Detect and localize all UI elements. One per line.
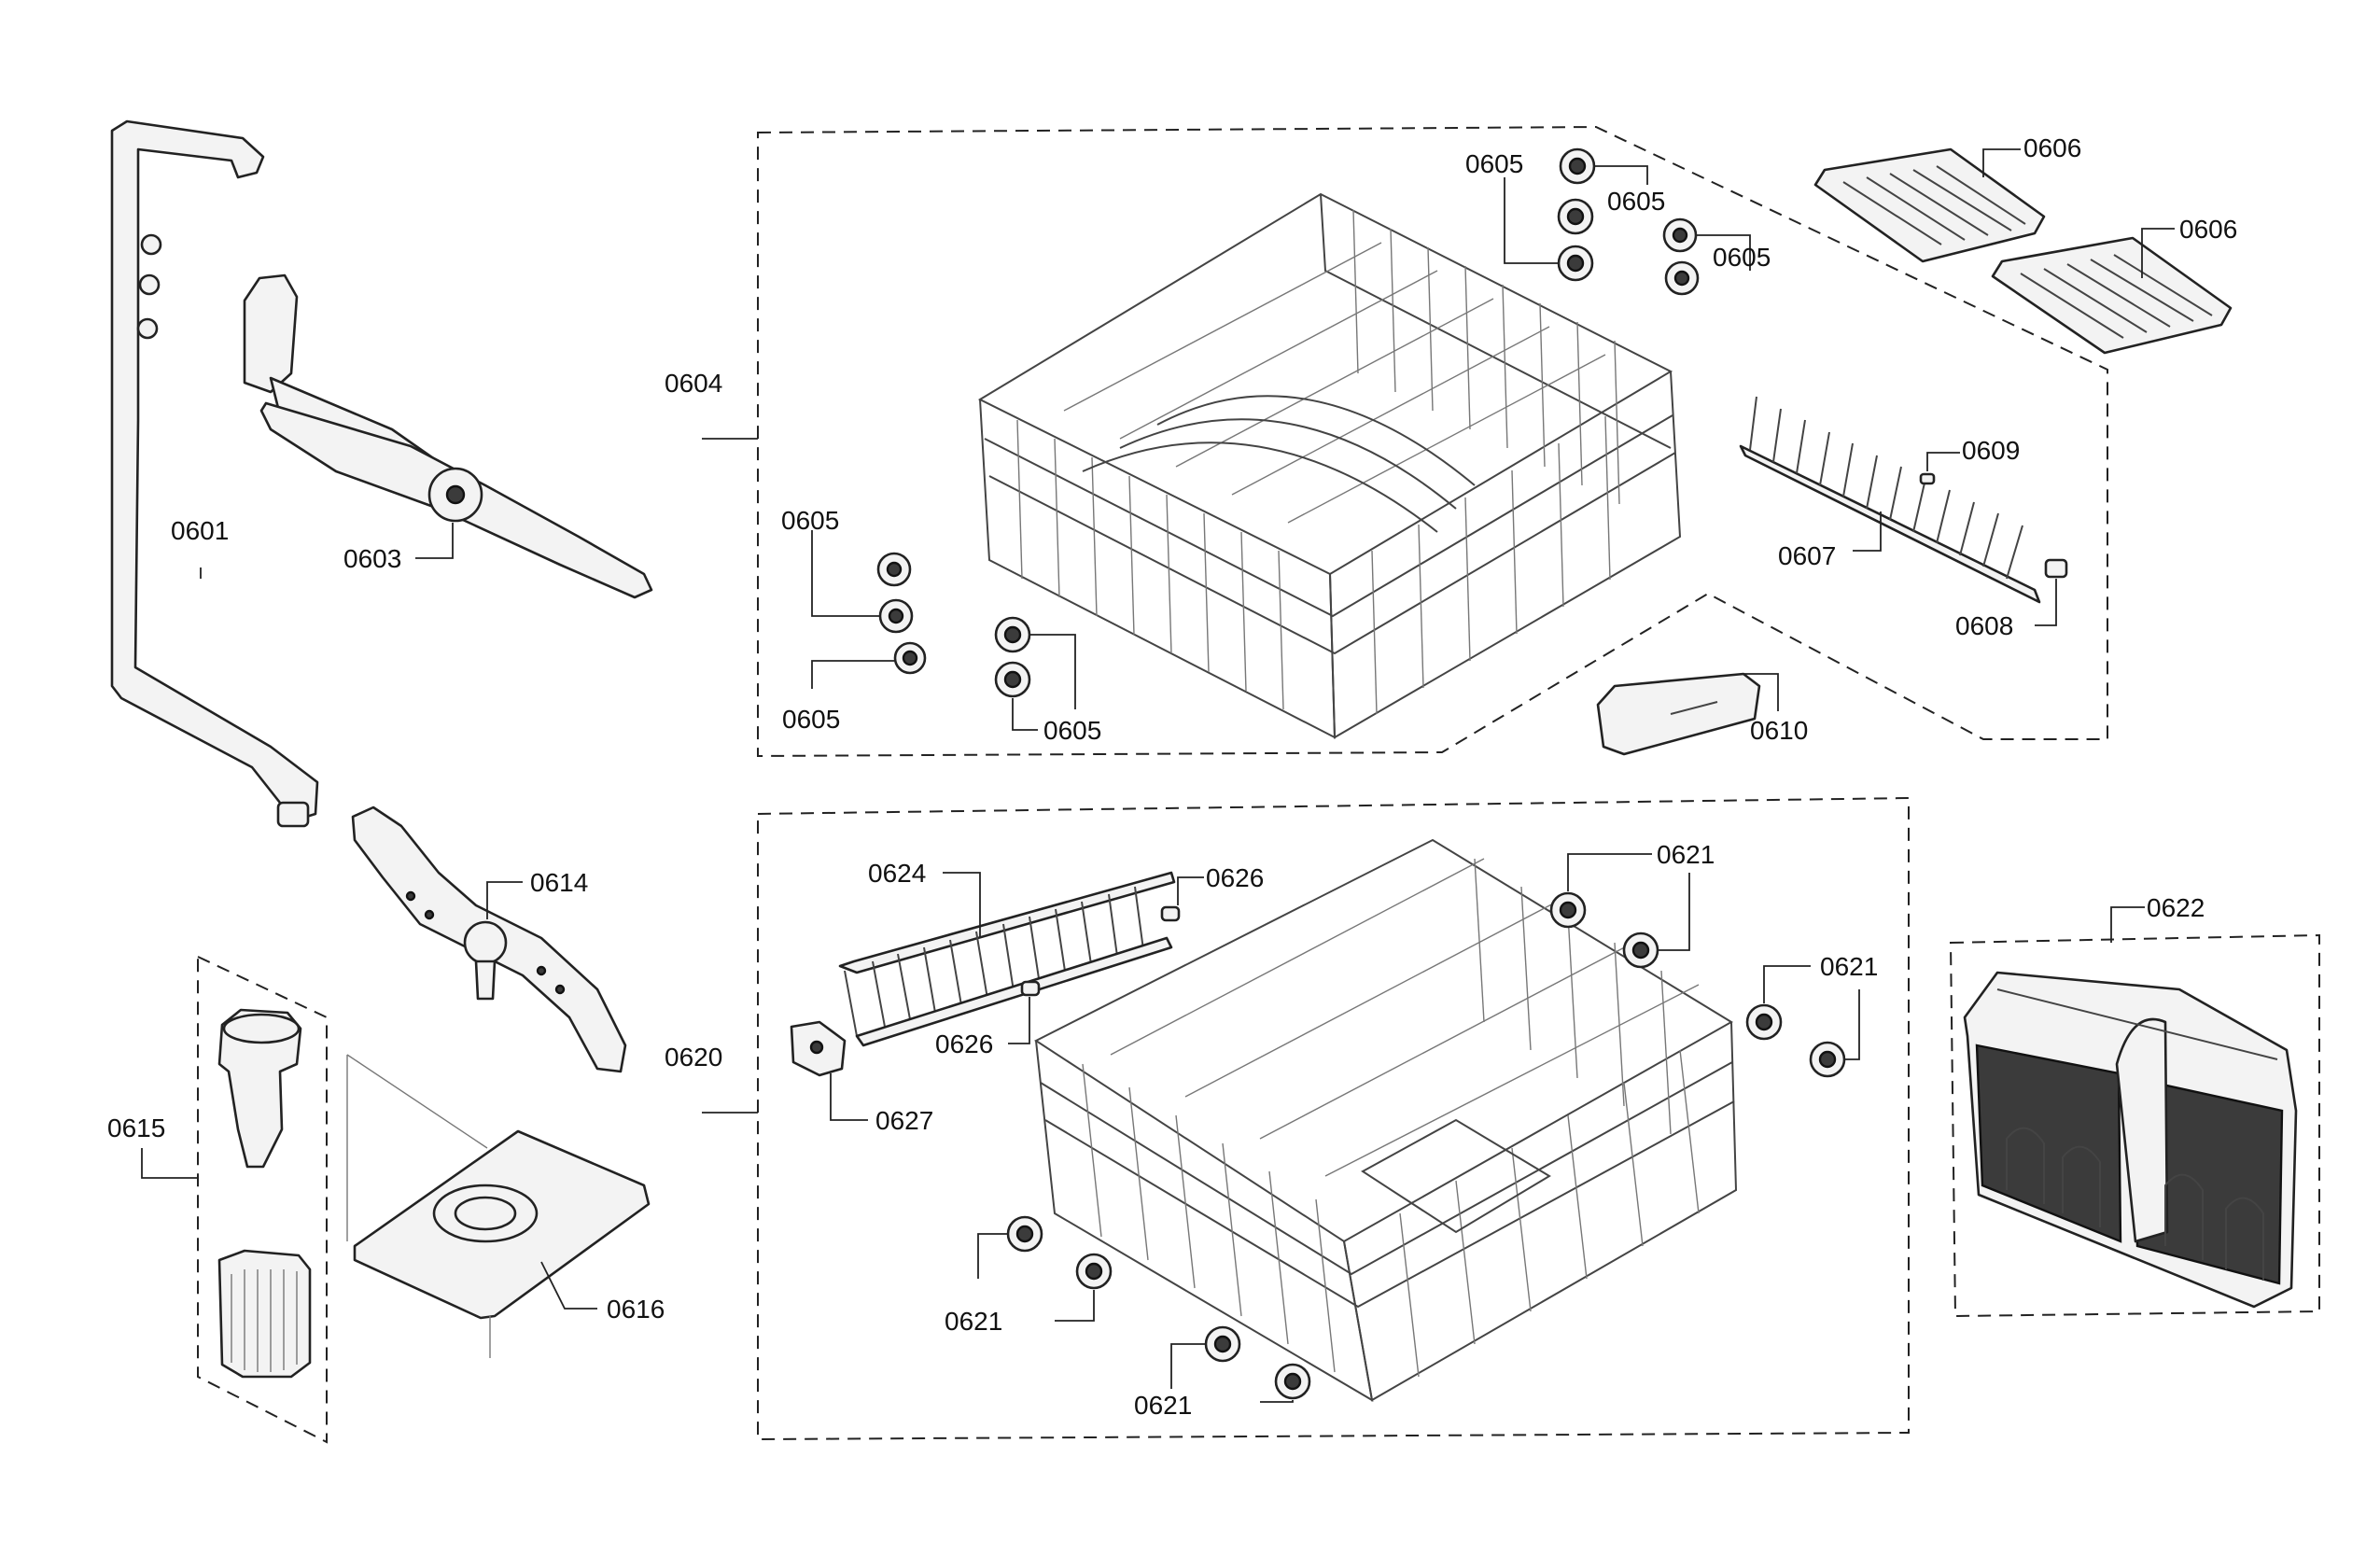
label-0626-b: 0626 xyxy=(935,1030,993,1058)
leader-0605-f xyxy=(1012,698,1038,731)
clip-0626-a xyxy=(1160,905,1181,922)
leader-0607 xyxy=(1853,511,1882,552)
filter-assembly-0615 xyxy=(217,1008,312,1379)
leader-0608 xyxy=(2035,579,2057,626)
lower-rack-rollers-0621 xyxy=(1006,891,1846,1400)
label-0621-b: 0621 xyxy=(1820,952,1878,981)
label-0627: 0627 xyxy=(875,1106,933,1135)
label-0605-c: 0605 xyxy=(1713,243,1771,272)
lower-rack-group-outline xyxy=(757,796,1910,1441)
label-0621-d: 0621 xyxy=(1134,1391,1192,1420)
leader-0605-d xyxy=(811,530,880,617)
leader-0615 xyxy=(141,1148,198,1179)
label-0605-f: 0605 xyxy=(1043,716,1101,745)
leader-0605-a xyxy=(1504,177,1559,264)
upper-spray-arm-0603 xyxy=(243,273,653,599)
label-0609: 0609 xyxy=(1962,436,2020,465)
label-0606-b: 0606 xyxy=(2179,215,2237,244)
leader-0622 xyxy=(2110,906,2145,943)
leader-0621-g xyxy=(1170,1343,1206,1389)
label-0626-a: 0626 xyxy=(1206,863,1264,892)
rack-handle-0610 xyxy=(1596,672,1761,756)
label-0615: 0615 xyxy=(107,1114,165,1142)
leader-0609 xyxy=(1926,452,1960,471)
leader-0621-a xyxy=(1567,853,1652,891)
leader-0606-a xyxy=(1982,148,2021,177)
leader-0621-c xyxy=(1763,965,1811,1003)
cutlery-basket-group-outline xyxy=(1949,933,2320,1318)
leader-0621-d xyxy=(1844,989,1860,1060)
label-0621-a: 0621 xyxy=(1657,840,1715,869)
leader-0621-b xyxy=(1658,873,1690,951)
label-0605-e: 0605 xyxy=(782,705,840,734)
leader-0605-b xyxy=(1594,165,1648,185)
label-0624: 0624 xyxy=(868,859,926,888)
leader-0616 xyxy=(540,1261,597,1310)
leader-0621-f xyxy=(1055,1290,1095,1322)
leader-0626-b xyxy=(1008,997,1030,1044)
cutlery-basket-0622 xyxy=(1963,971,2298,1309)
label-0601: 0601 xyxy=(171,516,229,545)
lower-spray-arm-0614 xyxy=(351,806,627,1073)
fold-down-tines-0624 xyxy=(838,871,1176,1047)
label-0621-c: 0621 xyxy=(945,1307,1002,1336)
label-0606-a: 0606 xyxy=(2023,133,2081,162)
label-0620: 0620 xyxy=(665,1043,722,1072)
leader-0610 xyxy=(1743,673,1779,711)
label-0605-b: 0605 xyxy=(1607,187,1665,216)
label-0614: 0614 xyxy=(530,868,588,897)
clip-0608 xyxy=(2044,558,2068,579)
label-0607: 0607 xyxy=(1778,541,1836,570)
leader-0627 xyxy=(830,1073,868,1121)
leader-0606-b xyxy=(2141,228,2175,278)
clip-0627 xyxy=(790,1020,847,1077)
fine-filter-plate-0616 xyxy=(346,1054,651,1358)
clip-0626-b xyxy=(1020,980,1041,997)
label-0608: 0608 xyxy=(1955,611,2013,640)
fold-down-tines-0607 xyxy=(1739,396,2041,604)
leader-0614 xyxy=(486,881,523,919)
label-0622: 0622 xyxy=(2147,893,2205,922)
label-0616: 0616 xyxy=(607,1295,665,1324)
spray-tube-0601 xyxy=(110,119,319,828)
upper-rack-group-outline xyxy=(757,125,2108,758)
leader-0603 xyxy=(415,523,454,559)
leader-0605-e xyxy=(811,660,894,689)
label-0610: 0610 xyxy=(1750,716,1808,745)
label-0604: 0604 xyxy=(665,369,722,398)
leader-0605-g xyxy=(1029,634,1076,709)
label-0605-d: 0605 xyxy=(781,506,839,535)
leader-0624 xyxy=(943,872,981,938)
leader-0605-c xyxy=(1697,234,1751,271)
leader-0621-e xyxy=(977,1233,1008,1279)
clip-0609 xyxy=(1919,472,1936,485)
cup-shelves-0606 xyxy=(1813,147,2233,355)
upper-rack-0604 xyxy=(977,192,1682,739)
label-0605-a: 0605 xyxy=(1465,149,1523,178)
upper-rack-rollers-0605 xyxy=(876,147,1700,698)
leader-0621-h xyxy=(1260,1400,1294,1403)
lower-rack-0620 xyxy=(1034,838,1738,1402)
label-0603: 0603 xyxy=(343,544,401,573)
leader-0626-a xyxy=(1177,876,1204,905)
filter-group-outline xyxy=(197,955,328,1444)
